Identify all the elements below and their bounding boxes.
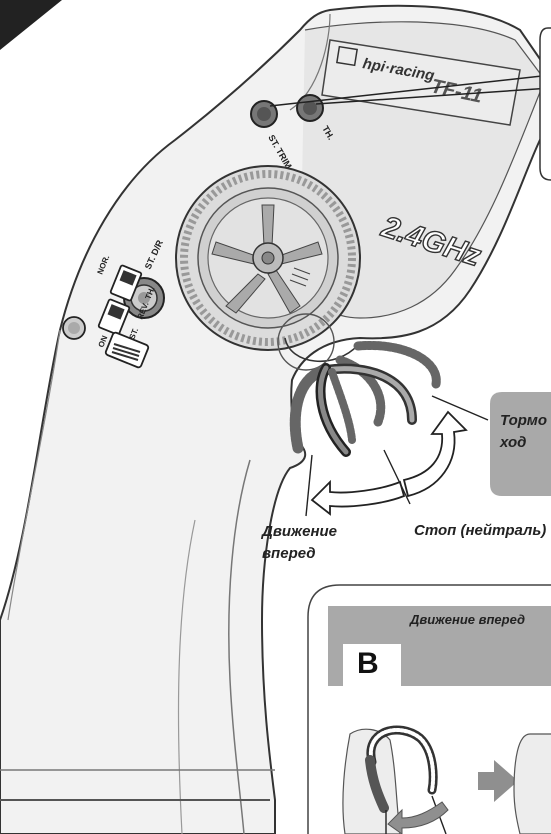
stop-neutral-label: Стоп (нейтраль) (414, 522, 546, 540)
forward-direction-arrow (312, 482, 404, 514)
brake-label-line1: Тормо (500, 410, 547, 431)
transmitter-body (0, 6, 551, 834)
corner-marker (0, 0, 62, 50)
th-trim-knob[interactable] (297, 95, 323, 121)
brake-label-line2: ход (500, 432, 526, 453)
panel-b-step2 (514, 734, 551, 834)
panel-b-next-arrow (478, 760, 518, 802)
st-trim-knob[interactable] (251, 101, 277, 127)
steering-wheel[interactable] (176, 166, 360, 350)
forward-label: Движение вперед (262, 521, 352, 565)
panel-b-letter: B (357, 647, 379, 681)
power-led (63, 317, 85, 339)
callout-box (540, 28, 551, 180)
panel-b-title: Движение вперед (410, 612, 525, 627)
